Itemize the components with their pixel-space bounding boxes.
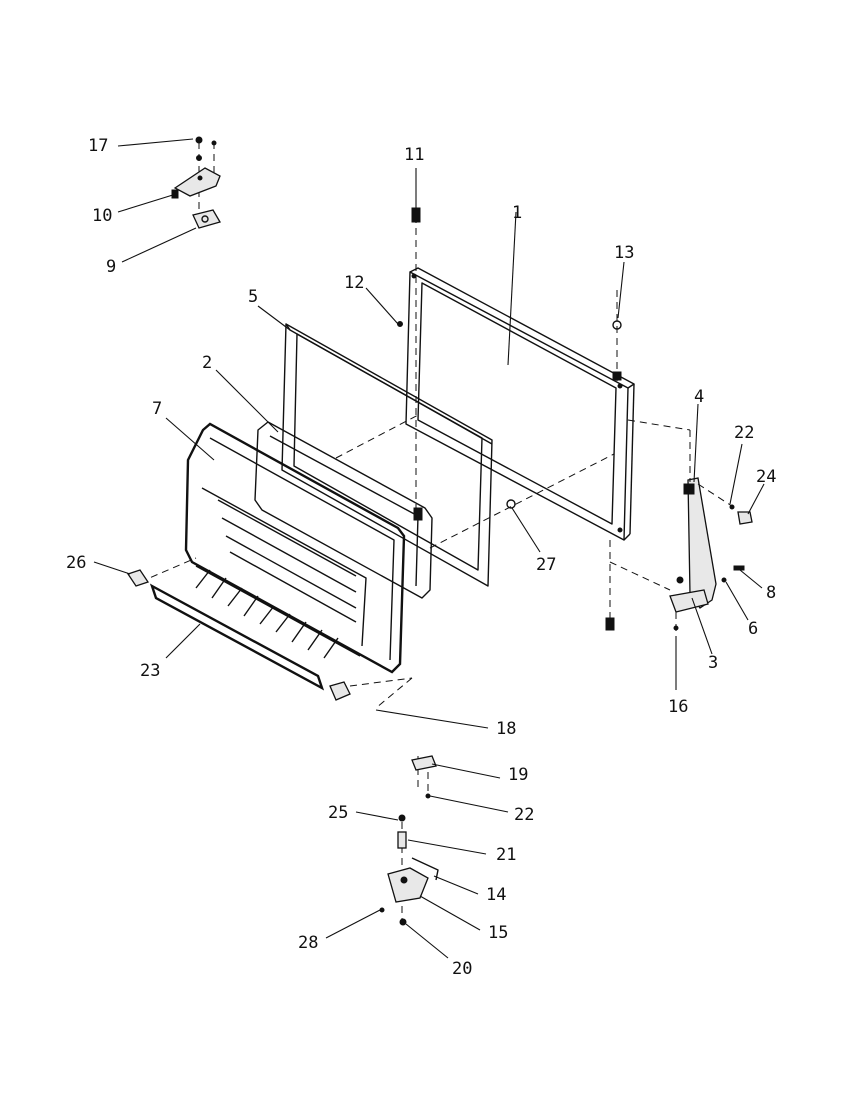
callout-11: 11 xyxy=(404,145,424,165)
door-outer-panel xyxy=(405,267,635,541)
lower-door-hinge-assembly xyxy=(669,477,753,650)
callout-19: 19 xyxy=(508,765,528,785)
callout-4: 4 xyxy=(694,387,704,407)
callout-20: 20 xyxy=(452,959,472,979)
callout-13: 13 xyxy=(614,243,634,263)
callout-12: 12 xyxy=(344,273,364,293)
callout-17: 17 xyxy=(88,136,108,156)
callout-7: 7 xyxy=(152,399,162,419)
callout-14: 14 xyxy=(486,885,506,905)
trim-strip-assembly xyxy=(126,569,351,701)
callout-22-lower: 22 xyxy=(514,805,534,825)
door-liner-bin xyxy=(184,422,406,674)
door-gasket xyxy=(254,421,433,599)
callout-18: 18 xyxy=(496,719,516,739)
callout-25: 25 xyxy=(328,803,348,823)
door-screws xyxy=(397,180,622,631)
callout-22-upper: 22 xyxy=(734,423,754,443)
door-liner-frame xyxy=(281,323,493,587)
lower-bracket-assembly xyxy=(379,755,439,926)
callout-27: 27 xyxy=(536,555,556,575)
callout-15: 15 xyxy=(488,923,508,943)
leader-lines xyxy=(93,138,765,959)
callout-28: 28 xyxy=(298,933,318,953)
callout-6: 6 xyxy=(748,619,758,639)
callout-21: 21 xyxy=(496,845,516,865)
callout-8: 8 xyxy=(766,583,776,603)
callout-24: 24 xyxy=(756,467,776,487)
upper-hinge-assembly xyxy=(171,136,221,229)
callout-5: 5 xyxy=(248,287,258,307)
callout-1: 1 xyxy=(512,203,522,223)
callout-26: 26 xyxy=(66,553,86,573)
callout-23: 23 xyxy=(140,661,160,681)
callout-labels: 17 10 9 11 1 13 12 5 2 7 4 22 24 27 26 8… xyxy=(66,136,776,979)
callout-9: 9 xyxy=(106,257,116,277)
callout-3: 3 xyxy=(708,653,718,673)
callout-16: 16 xyxy=(668,697,688,717)
callout-2: 2 xyxy=(202,353,212,373)
assembly-guides xyxy=(139,413,739,709)
callout-10: 10 xyxy=(92,206,112,226)
